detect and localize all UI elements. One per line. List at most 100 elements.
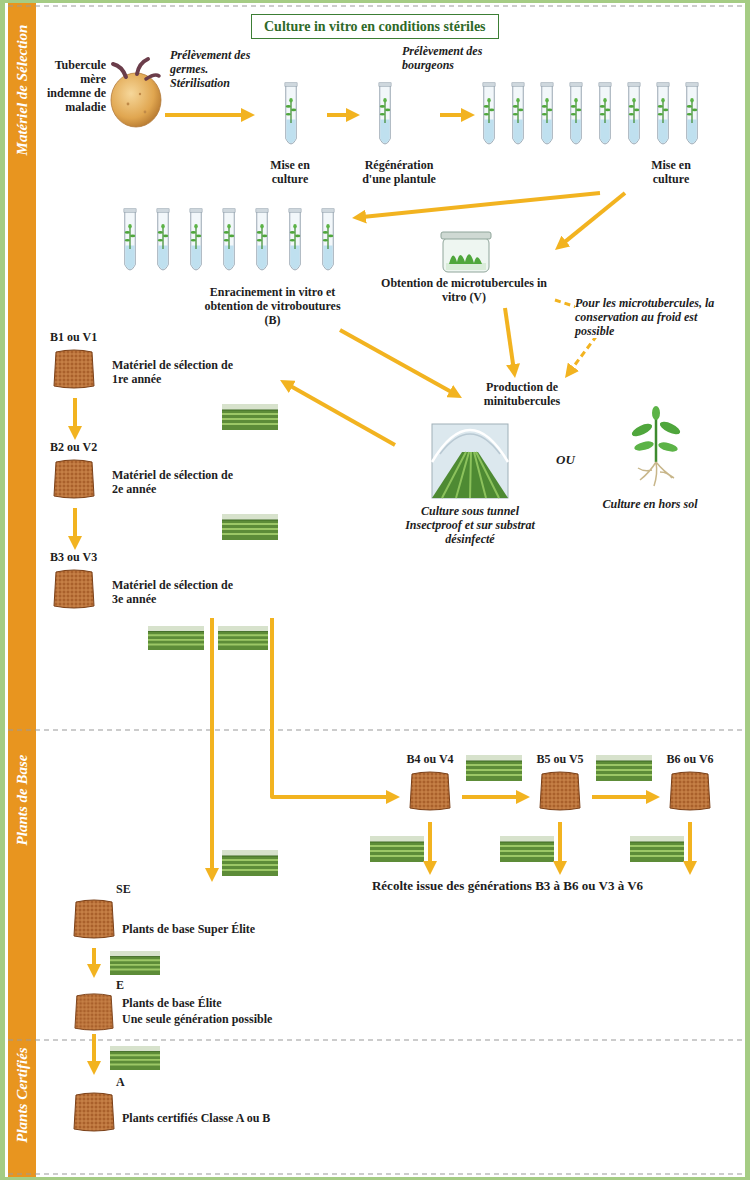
section-band: Plants de BaseB4 ou V4B5 ou V5B6 ou V6Ré… — [6, 730, 746, 1040]
node-text: Plants de base Super Élite — [122, 922, 282, 936]
field-photo — [466, 755, 522, 781]
flow-arrow — [327, 113, 352, 117]
flow-arrow — [210, 618, 214, 874]
section-label: Plants de Base — [11, 700, 33, 900]
node-text: B4 ou V4 — [400, 752, 460, 766]
title-box: Culture in vitro en conditions stériles — [251, 14, 499, 39]
flow-arrow — [340, 330, 455, 394]
node-text: Tubercule mère indemne de maladie — [40, 58, 106, 114]
test-tube — [289, 209, 301, 270]
jar-stage: Obtention de microtubercules in vitro (V… — [375, 228, 555, 308]
node-text: B3 ou V3 — [50, 550, 130, 564]
flow-arrow — [360, 193, 600, 217]
field-photos — [110, 404, 684, 1070]
section-divider — [8, 6, 745, 1174]
field-photo — [148, 626, 204, 650]
tube-rack-stage: Enracinement in vitro et obtention de vi… — [115, 205, 352, 330]
test-tube — [256, 209, 268, 270]
node-text: Mise en culture — [635, 158, 707, 186]
seed-generation: B3 ou V3 Matériel de sélection de 3e anné… — [50, 550, 280, 618]
soilless-stage: Culture en hors sol — [590, 405, 712, 520]
test-tube — [157, 209, 169, 270]
title-text: Culture in vitro en conditions stériles — [264, 18, 486, 35]
section-label: Matériel de Sélection — [11, 0, 33, 200]
test-tube — [628, 83, 640, 144]
node-text: Mise en culture — [255, 158, 325, 186]
tuber-stage: Tubercule mère indemne de maladie — [40, 52, 165, 132]
process-step: Production de minitubercules — [462, 378, 584, 412]
seed-class: APlants certifiés Classe A ou B — [70, 1075, 304, 1135]
flow-arrow — [558, 822, 562, 867]
test-tube — [322, 209, 334, 270]
node-text: Une seule génération possible — [122, 1012, 312, 1026]
seed-sack — [54, 350, 94, 388]
node-text: E — [116, 978, 156, 992]
node-text: Production de minitubercules — [462, 380, 582, 408]
seed-generation: B5 ou V5 — [530, 752, 592, 822]
test-tube — [124, 209, 136, 270]
flow-arrow — [561, 193, 625, 245]
flow-arrow — [92, 948, 96, 970]
seed-sack — [74, 900, 114, 938]
node-text: Obtention de microtubercules in vitro (V… — [375, 276, 553, 304]
node-text: Culture sous tunnel Insectproof et sur s… — [395, 504, 545, 546]
test-tube — [190, 209, 202, 270]
seed-sack — [540, 772, 580, 810]
connector-group — [75, 115, 690, 1067]
field-photo — [218, 626, 268, 650]
test-tube — [223, 209, 235, 270]
node-text: Plants de base Élite — [122, 996, 312, 1010]
flow-arrow — [287, 384, 395, 445]
harvest-box: Récolte issue des générations B3 à B6 ou… — [300, 875, 717, 897]
seed-generation: B6 ou V6 — [660, 752, 722, 822]
test-tube — [285, 83, 297, 144]
field-photo — [222, 514, 278, 540]
flow-arrow — [73, 508, 77, 542]
seed-sack — [54, 460, 94, 498]
test-tube — [686, 83, 698, 144]
node-text: Régénération d'une plantule — [360, 158, 438, 186]
node-text: Culture en hors sol — [590, 497, 710, 511]
node-text: B5 ou V5 — [530, 752, 590, 766]
tunnel-stage: Culture sous tunnel Insectproof et sur s… — [395, 420, 547, 555]
soilless-plant — [630, 406, 682, 486]
seed-generation: B1 ou V1Matériel de sélection de 1re ann… — [50, 330, 280, 398]
test-tube — [541, 83, 553, 144]
flow-arrow — [272, 618, 392, 797]
tube-stage: Mise en culture — [255, 78, 327, 188]
seed-sack — [74, 1093, 114, 1131]
tunnel-photo — [432, 424, 508, 498]
field-photo — [596, 755, 652, 781]
seed-sacks — [54, 350, 710, 1131]
field-photo — [370, 836, 424, 862]
node-text: B6 ou V6 — [660, 752, 720, 766]
test-tube — [483, 83, 495, 144]
section-band: Matériel de SélectionCulture in vitro en… — [6, 6, 746, 730]
node-text: SE — [116, 882, 156, 896]
culture-jar — [441, 232, 491, 272]
seed-sack — [670, 772, 710, 810]
flow-arrow — [462, 795, 522, 799]
flow-arrow — [592, 795, 652, 799]
flow-arrow — [688, 822, 692, 867]
node-text: Matériel de sélection de 1re année — [112, 358, 247, 386]
node-text: Récolte issue des générations B3 à B6 ou… — [300, 878, 715, 894]
seed-generation: B4 ou V4 — [400, 752, 462, 822]
field-photo — [222, 404, 278, 430]
free-label: OU — [556, 452, 575, 468]
flow-arrow — [428, 822, 432, 867]
test-tube — [657, 83, 669, 144]
node-text: Matériel de sélection de 2e année — [112, 468, 247, 496]
flow-arrow — [505, 308, 514, 370]
node-text: Enracinement in vitro et obtention de vi… — [195, 285, 350, 327]
flow-arrow — [165, 113, 247, 117]
seed-class: E Plants de base ÉliteUne seule génératio… — [70, 978, 315, 1034]
test-tube — [599, 83, 611, 144]
tube-stage: Régénération d'une plantule — [360, 78, 440, 188]
section-band: Plants CertifiésAPlants certifiés Classe… — [6, 1040, 746, 1174]
seed-sack — [410, 772, 450, 810]
field-photo — [222, 850, 278, 876]
field-photo — [110, 1046, 160, 1070]
node-text: Matériel de sélection de 3e année — [112, 578, 247, 606]
